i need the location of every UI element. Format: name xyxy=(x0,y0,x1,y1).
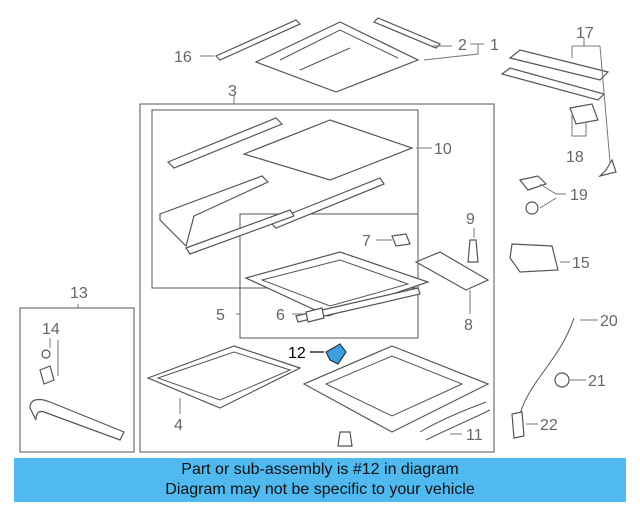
part-7-clip xyxy=(391,233,411,247)
banner-line-1: Part or sub-assembly is #12 in diagram xyxy=(181,461,459,478)
callout-11: 11 xyxy=(466,427,483,444)
part-11-hose xyxy=(425,409,491,441)
part-19-button xyxy=(518,175,548,191)
part-13-seal xyxy=(29,398,125,441)
callout-13: 13 xyxy=(70,285,88,302)
part-10-seal-b xyxy=(242,119,414,181)
part-11-hose xyxy=(419,401,487,433)
part-10-seal-c xyxy=(159,175,270,248)
part-2-trim xyxy=(372,17,442,49)
frame-inner xyxy=(260,259,410,307)
callout-16: 16 xyxy=(174,49,192,66)
callout-20: 20 xyxy=(600,313,618,330)
callout-10: 10 xyxy=(434,141,452,158)
housing-opening xyxy=(324,355,464,417)
group-box-5 xyxy=(239,213,419,339)
callout-17: 17 xyxy=(576,25,594,42)
housing-frame xyxy=(302,345,490,433)
leader-14 xyxy=(49,338,59,376)
callout-4: 4 xyxy=(174,417,183,434)
part-14-fastener xyxy=(41,349,51,359)
part-20-drain-tube xyxy=(519,317,575,415)
callout-1: 1 xyxy=(490,37,499,54)
part-5-rail xyxy=(295,287,421,323)
panel-inner xyxy=(156,351,292,401)
part-19-fastener xyxy=(525,201,539,215)
leader-1-2 xyxy=(423,43,484,61)
callout-12: 12 xyxy=(288,345,306,362)
part-21-grommet xyxy=(554,372,570,388)
callout-21: 21 xyxy=(588,373,606,390)
callout-18: 18 xyxy=(566,149,584,166)
callout-15: 15 xyxy=(572,255,590,272)
glass-reflection xyxy=(299,47,351,71)
part-17-clip xyxy=(598,158,617,178)
callout-2: 2 xyxy=(458,37,467,54)
info-banner: Part or sub-assembly is #12 in diagram D… xyxy=(14,458,626,502)
leader-17 xyxy=(571,38,611,163)
group-box-13 xyxy=(19,307,135,453)
leader-19 xyxy=(539,183,566,209)
part-12-highlighted-clip xyxy=(325,343,347,365)
part-17-rail-upper xyxy=(508,49,610,81)
callout-7: 7 xyxy=(362,233,371,250)
part-15-motor xyxy=(509,243,559,273)
callout-5: 5 xyxy=(216,307,225,324)
part-10-seal-a xyxy=(166,117,284,169)
part-16-trim xyxy=(214,19,302,61)
part-10-seal-d xyxy=(268,177,385,229)
part-6-clip xyxy=(305,307,325,323)
part-8-bracket xyxy=(414,251,490,291)
leader-18 xyxy=(571,112,587,137)
glass-reflection xyxy=(279,29,399,61)
bolt xyxy=(337,431,353,447)
part-9-bolt xyxy=(467,239,479,263)
part-1-glass-panel xyxy=(254,21,420,93)
callout-3: 3 xyxy=(228,83,237,100)
part-14-clip xyxy=(39,365,55,385)
part-5-frame xyxy=(244,251,430,317)
callout-19: 19 xyxy=(570,187,588,204)
callout-22: 22 xyxy=(540,417,558,434)
callout-8: 8 xyxy=(464,317,473,334)
part-18-bracket xyxy=(569,103,599,125)
callout-9: 9 xyxy=(466,211,475,228)
group-box-3 xyxy=(139,103,495,453)
banner-line-2: Diagram may not be specific to your vehi… xyxy=(165,481,475,498)
part-10-seal-e xyxy=(185,209,295,255)
part-22-fitting xyxy=(511,411,525,439)
callout-6: 6 xyxy=(276,307,285,324)
callout-14: 14 xyxy=(42,321,60,338)
